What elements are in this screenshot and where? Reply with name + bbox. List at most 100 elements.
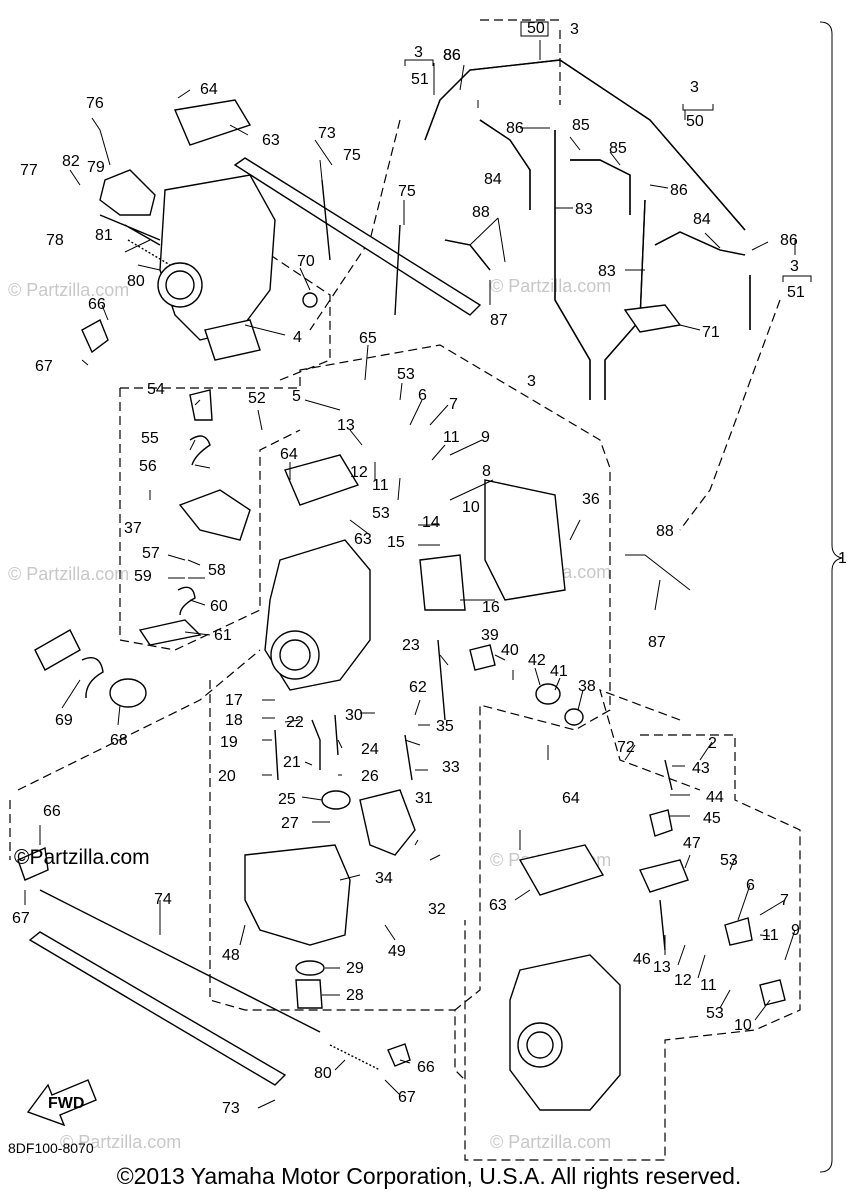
part-number-label: 86: [443, 47, 461, 64]
part-number-label: 73: [222, 1100, 240, 1117]
part-number-label: 87: [490, 312, 508, 329]
part-number-label: 86: [506, 120, 524, 137]
part-number-label: 43: [692, 760, 710, 777]
part-number-label: 55: [141, 430, 159, 447]
part-number-label: 1: [838, 550, 847, 567]
cover-63-top: [174, 99, 252, 146]
diaphragm-cover-8: [484, 479, 566, 601]
part-number-label: 22: [286, 714, 304, 731]
carb-bore-1: [157, 262, 203, 308]
diagram-code: 8DF100-8070: [8, 1140, 94, 1156]
hose-84-b: [654, 231, 746, 256]
part-number-label: 59: [134, 568, 152, 585]
watermark: © Partzilla.com: [8, 564, 129, 584]
plate-16: [419, 554, 466, 611]
part-number-label: 63: [354, 531, 372, 548]
part-number-label: 32: [428, 901, 446, 918]
part-number-label: 74: [154, 891, 172, 908]
o-ring-29: [295, 960, 325, 976]
part-number-label: 44: [706, 789, 724, 806]
part-number-label: 47: [683, 835, 701, 852]
spring-60: [177, 586, 196, 616]
needle-23: [437, 639, 446, 721]
part-number-label: 53: [397, 366, 415, 383]
part-number-label: 69: [55, 712, 73, 729]
part-drawings: FWD: [17, 59, 786, 1127]
part-number-label: 27: [281, 815, 299, 832]
part-number-label: 10: [734, 1017, 752, 1034]
part-number-label: 6: [418, 387, 427, 404]
part-number-label: 3: [527, 373, 536, 390]
part-number-label: 12: [350, 464, 368, 481]
part-number-label: 11: [372, 477, 389, 494]
fwd-arrow: FWD: [26, 1079, 97, 1127]
lever-69a: [34, 629, 81, 671]
part-number-label: 6: [746, 877, 755, 894]
jet-21: [311, 719, 321, 770]
part-number-label: 24: [361, 741, 379, 758]
part-number-label: 33: [442, 759, 460, 776]
part-number-label: 53: [720, 852, 738, 869]
spring-69: [81, 657, 104, 699]
part-number-label: 50: [527, 20, 545, 37]
part-number-label: 62: [409, 679, 427, 696]
part-number-label: 67: [398, 1089, 416, 1106]
part-number-label: 72: [617, 739, 635, 756]
rod-74-bar: [28, 931, 287, 1086]
part-number-label: 8: [482, 463, 491, 480]
part-number-label: 53: [372, 505, 390, 522]
part-number-label: 67: [35, 358, 53, 375]
rod-74: [39, 889, 321, 1033]
part-number-label: 79: [87, 159, 105, 176]
part-number-label: 58: [208, 562, 226, 579]
part-number-label: 81: [95, 227, 113, 244]
part-number-label: 67: [12, 910, 30, 927]
part-number-label: 29: [346, 960, 364, 977]
part-number-label: 3: [790, 258, 799, 275]
copyright-footer: ©2013 Yamaha Motor Corporation, U.S.A. A…: [116, 1163, 742, 1189]
part-number-label: 31: [415, 790, 433, 807]
throttle-link-rod: [233, 157, 482, 316]
part-number-label: 88: [472, 204, 490, 221]
part-number-label: 84: [484, 171, 502, 188]
bracket-10-b: [759, 979, 786, 1006]
bracket-66-left: [17, 846, 49, 881]
part-number-label: 19: [220, 734, 238, 751]
part-number-label: 86: [780, 232, 798, 249]
part-number-label: 40: [501, 642, 519, 659]
part-number-label: 38: [578, 678, 596, 695]
part-number-label: 45: [703, 810, 721, 827]
part-number-label: 4: [293, 329, 302, 346]
part-number-label: 35: [436, 718, 454, 735]
part-number-label: 61: [214, 627, 232, 644]
part-number-label: 11: [700, 977, 717, 994]
washer-70: [302, 292, 318, 308]
carburetor-body-2: [509, 954, 621, 1111]
leader-lines: [24, 40, 796, 1109]
part-number-label: 77: [20, 162, 38, 179]
part-number-label: 2: [708, 735, 717, 752]
part-number-label: 63: [489, 897, 507, 914]
spring-55: [189, 435, 211, 466]
part-number-label: 16: [482, 599, 500, 616]
part-number-label: 14: [422, 514, 440, 531]
part-number-label: 51: [787, 284, 805, 301]
part-number-label: 73: [318, 125, 336, 142]
watermark: © Partzilla.com: [8, 280, 129, 300]
spring-46: [659, 899, 666, 951]
part-number-label: 18: [225, 712, 243, 729]
part-number-label: 86: [443, 47, 461, 64]
hose-83-a: [554, 130, 591, 400]
part-number-label: 7: [780, 892, 789, 909]
screw-54: [189, 389, 213, 421]
part-number-label: 66: [417, 1059, 435, 1076]
screw-33: [404, 734, 413, 781]
cap-38: [564, 708, 584, 726]
part-25: [321, 790, 351, 810]
part-number-label: 3: [570, 21, 579, 38]
part-number-label: 82: [62, 153, 80, 170]
part-number-label: 60: [210, 598, 228, 615]
part-number-label: 42: [528, 652, 546, 669]
part-number-label: 46: [633, 951, 651, 968]
bracket-47: [639, 859, 689, 893]
